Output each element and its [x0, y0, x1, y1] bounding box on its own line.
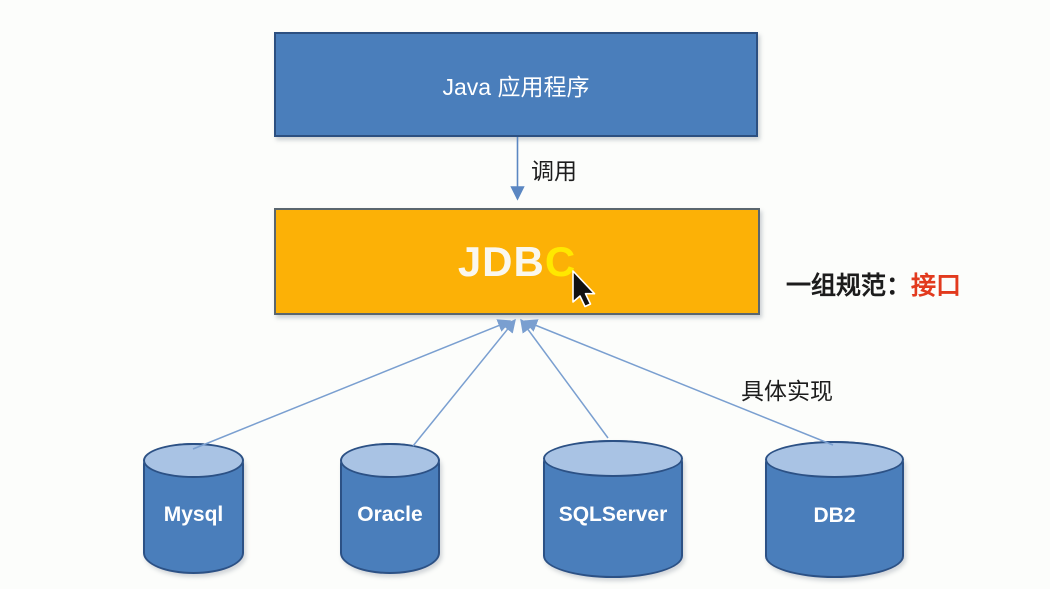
cylinder-top-ellipse: [143, 443, 244, 479]
db-label: SQLServer: [558, 503, 668, 527]
spec-note-prefix: 一组规范：: [786, 272, 912, 300]
java-app-box: Java 应用程序: [274, 32, 758, 137]
jdbc-label-main: JDB: [457, 237, 545, 285]
line-mysql-jdbc: [192, 319, 512, 450]
db-cylinder-oracle: Oracle: [340, 443, 440, 574]
db-label: DB2: [813, 504, 856, 528]
line-oracle-jdbc: [412, 318, 516, 447]
db-label: Mysql: [163, 503, 224, 527]
jdbc-label-accent: C: [544, 237, 577, 285]
db-label: Oracle: [357, 503, 423, 527]
cylinder-top-ellipse: [340, 443, 440, 479]
spec-note: 一组规范：接口: [786, 266, 961, 302]
impl-label: 具体实现: [741, 378, 833, 404]
cylinder-top-ellipse: [543, 440, 683, 478]
db-cylinder-db2: DB2: [765, 441, 904, 578]
spec-note-highlight: 接口: [911, 272, 962, 300]
call-arrow-label: 调用: [531, 158, 577, 184]
line-sqlserver-jdbc: [520, 318, 609, 439]
db-cylinder-sqlserver: SQLServer: [543, 440, 683, 578]
cylinder-top-ellipse: [765, 441, 904, 478]
java-app-label: Java 应用程序: [442, 73, 590, 100]
db-cylinder-mysql: Mysql: [143, 443, 244, 574]
